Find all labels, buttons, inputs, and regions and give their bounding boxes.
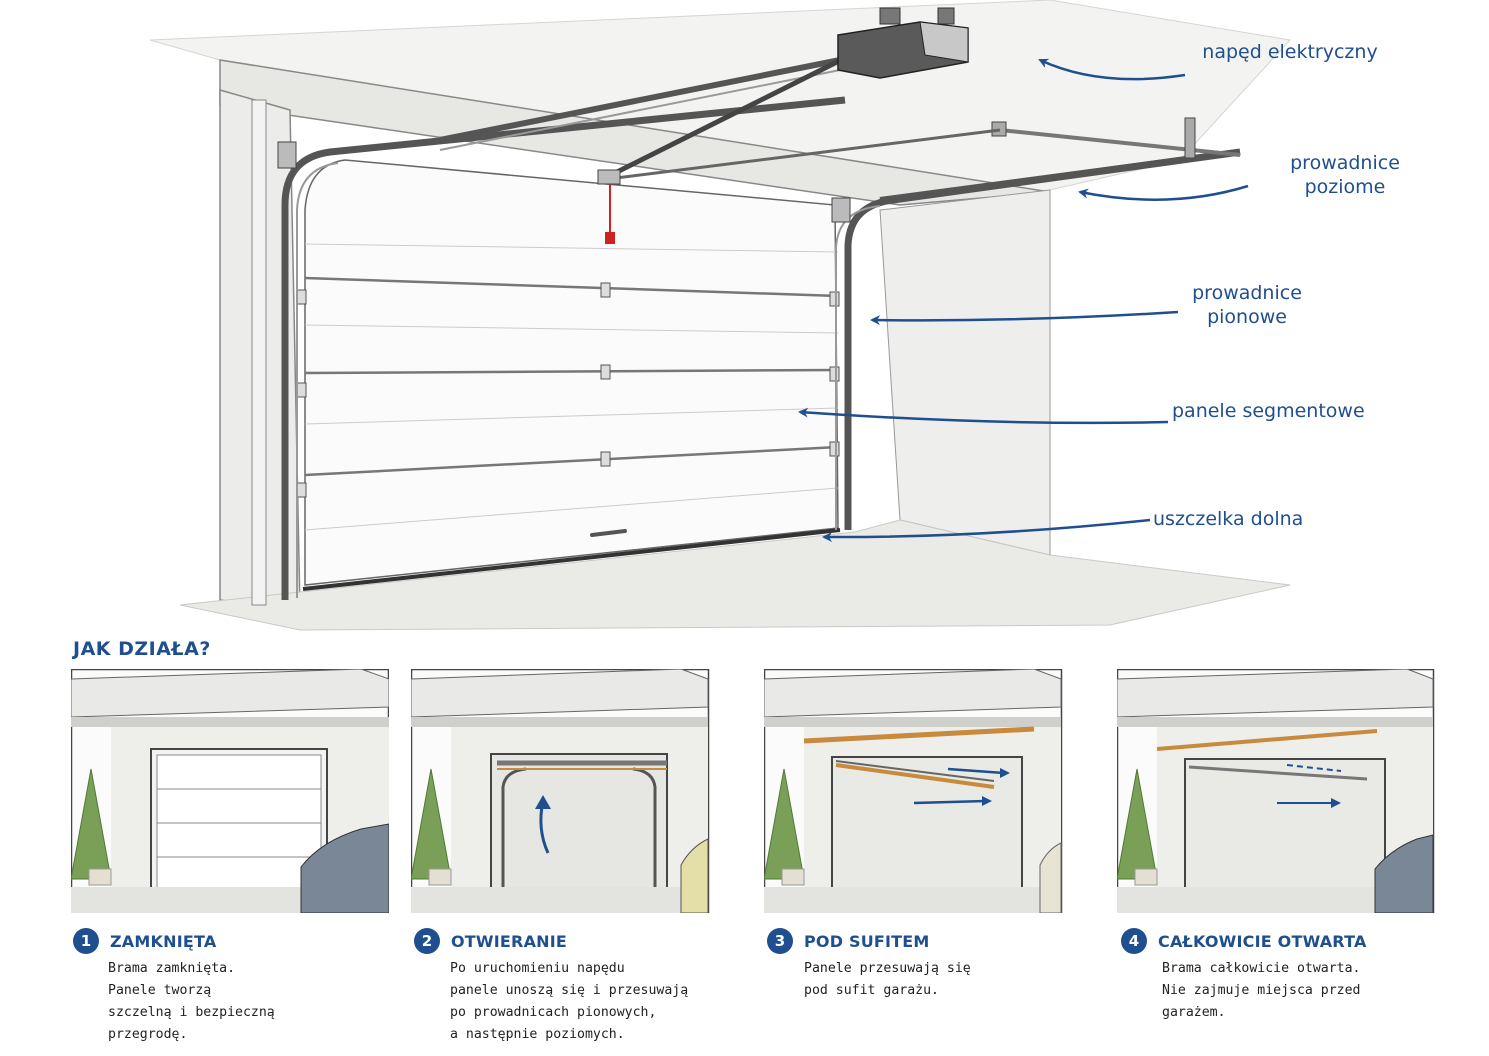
step-2-illustration	[411, 669, 729, 913]
step-4-title: CAŁKOWICIE OTWARTA	[1158, 931, 1367, 951]
car-icon	[300, 823, 389, 913]
step-3-number: 3	[767, 928, 793, 954]
garage-door-illustration	[149, 0, 1291, 631]
step-4-illustration	[1117, 669, 1435, 913]
panel-seam	[304, 445, 839, 477]
car-icon	[1374, 834, 1434, 913]
panel-seam	[304, 276, 839, 298]
callout-drive: napęd elektryczny	[1202, 41, 1378, 63]
step-1-title: ZAMKNIĘTA	[110, 931, 217, 951]
arrow-right-icon	[947, 767, 1005, 775]
step-1-number: 1	[73, 928, 99, 954]
step-4-header: 4 CAŁKOWICIE OTWARTA	[1121, 928, 1367, 954]
arrow-right-icon	[1286, 764, 1342, 772]
step-2-number: 2	[414, 928, 440, 954]
callout-panels: panele segmentowe	[1172, 400, 1365, 422]
callout-vertical-rails: prowadnice pionowe	[1192, 282, 1302, 328]
step-1-header: 1 ZAMKNIĘTA	[73, 928, 216, 954]
bottom-seal	[302, 528, 841, 591]
step-4-description: Brama całkowicie otwarta.Nie zajmuje mie…	[1162, 961, 1361, 1020]
door-handle	[590, 529, 627, 537]
drive-motor	[837, 7, 969, 79]
car-icon	[1039, 842, 1062, 913]
drive-arrow	[1038, 58, 1186, 81]
car-icon	[680, 838, 709, 913]
floor	[179, 519, 1291, 631]
step-2-title: OTWIERANIE	[451, 931, 568, 951]
right-wall	[879, 189, 1051, 556]
panel-seam	[304, 368, 839, 375]
panels-arrow	[798, 407, 1169, 425]
callout-seal: uszczelka dolna	[1153, 508, 1304, 530]
drive-rail	[603, 55, 847, 181]
step-2-header: 2 OTWIERANIE	[414, 928, 567, 954]
horizontal-rails-arrow	[1078, 184, 1249, 201]
horizontal-rail	[879, 149, 1241, 203]
step-3-illustration	[764, 669, 1082, 913]
step-3-title: POD SUFITEM	[804, 931, 930, 951]
step-3-header: 3 POD SUFITEM	[767, 928, 930, 954]
section-title: JAK DZIAŁA?	[73, 638, 211, 660]
vertical-rails-arrow	[870, 310, 1179, 326]
step-4-number: 4	[1121, 928, 1147, 954]
seal-arrow	[822, 518, 1151, 543]
arrow-right-icon	[913, 799, 987, 805]
horizontal-rail	[439, 55, 851, 143]
callout-horizontal-rails: prowadnice poziome	[1290, 152, 1400, 198]
step-1-illustration	[71, 669, 389, 913]
